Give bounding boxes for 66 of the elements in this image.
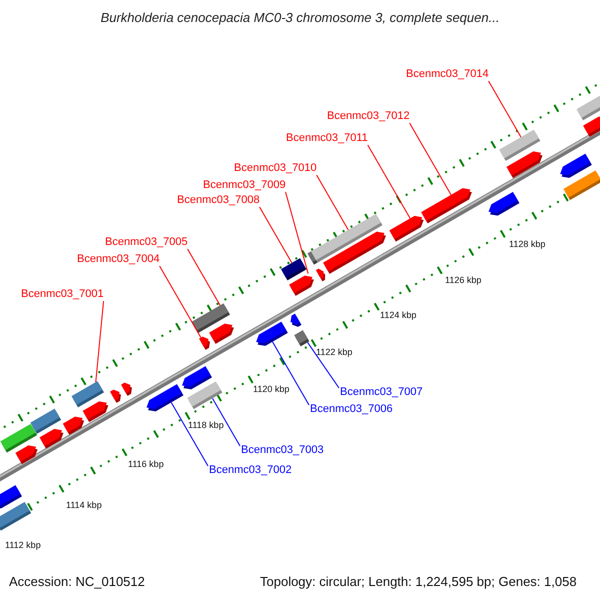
gene-block bbox=[0, 502, 32, 531]
leader-line bbox=[212, 398, 240, 446]
gene-feature bbox=[209, 324, 234, 344]
scale-label: 1128 kbp bbox=[509, 240, 546, 249]
gene-label: Bcenmc03_7005 bbox=[105, 237, 188, 248]
gene-feature bbox=[256, 322, 288, 346]
gene-feature bbox=[40, 428, 64, 449]
gene-label: Bcenmc03_7003 bbox=[241, 445, 324, 456]
gene-feature bbox=[62, 416, 84, 435]
leader-line bbox=[95, 300, 104, 383]
scale-label: 1126 kbp bbox=[445, 276, 482, 285]
leader-line bbox=[285, 192, 309, 274]
gene-feature bbox=[289, 276, 314, 296]
scale-label: 1116 kbp bbox=[128, 460, 164, 469]
leader-line bbox=[367, 144, 411, 219]
leader-line bbox=[259, 206, 292, 264]
footer-text: Topology: circular; Length: 1,224,595 bp; Genes: 1,058 bbox=[260, 575, 577, 588]
gene-block bbox=[280, 258, 307, 280]
scale-label: 1118 kbp bbox=[188, 421, 224, 430]
leader-line bbox=[316, 174, 349, 230]
gene-feature bbox=[389, 216, 424, 242]
scale-label: 1120 kbp bbox=[253, 385, 290, 394]
gene-label: Bcenmc03_7012 bbox=[327, 111, 410, 122]
leader-line bbox=[307, 342, 340, 388]
gene-label: Bcenmc03_7014 bbox=[406, 69, 489, 80]
gene-label: Bcenmc03_7004 bbox=[77, 254, 160, 265]
gene-label: Bcenmc03_7002 bbox=[209, 465, 292, 476]
gene-label: Bcenmc03_7006 bbox=[310, 404, 393, 415]
gene-block bbox=[294, 330, 310, 346]
gene-feature bbox=[290, 314, 302, 327]
leader-line bbox=[187, 248, 221, 306]
title: Burkholderia cenocepacia MC0-3 chromosome 3, complete sequen... bbox=[100, 11, 500, 24]
gene-label: Bcenmc03_7011 bbox=[286, 133, 368, 144]
leader-line bbox=[170, 402, 208, 466]
scale-label: 1112 kbp bbox=[5, 541, 41, 550]
gene-label: Bcenmc03_7001 bbox=[21, 289, 104, 300]
gene-feature bbox=[199, 336, 210, 350]
leader-line bbox=[488, 80, 522, 138]
gene-label: Bcenmc03_7010 bbox=[234, 163, 317, 174]
gene-label: Bcenmc03_7008 bbox=[177, 195, 260, 206]
scale-label: 1124 kbp bbox=[380, 311, 416, 320]
leader-line bbox=[272, 341, 310, 406]
scale-label: 1122 kbp bbox=[316, 348, 352, 357]
footer-text: Accession: NC_010512 bbox=[9, 575, 145, 588]
gene-feature bbox=[583, 116, 600, 137]
gene-feature bbox=[421, 188, 472, 224]
gene-feature bbox=[316, 268, 326, 282]
gene-feature bbox=[182, 366, 212, 390]
gene-feature bbox=[110, 390, 121, 403]
gene-block bbox=[563, 170, 600, 200]
gene-feature bbox=[0, 485, 22, 508]
scale-label: 1114 kbp bbox=[66, 501, 102, 510]
gene-feature bbox=[323, 232, 386, 274]
leader-line bbox=[159, 266, 202, 338]
gene-feature bbox=[560, 154, 592, 178]
gene-block bbox=[576, 94, 600, 120]
gene-label: Bcenmc03_7007 bbox=[340, 387, 423, 398]
gene-feature bbox=[506, 151, 543, 178]
leader-line bbox=[409, 122, 452, 196]
gene-feature bbox=[121, 382, 132, 396]
gene-feature bbox=[82, 401, 108, 422]
gene-feature bbox=[146, 384, 184, 412]
gene-feature bbox=[488, 192, 520, 216]
gene-block bbox=[187, 381, 222, 410]
gene-label: Bcenmc03_7009 bbox=[203, 180, 286, 191]
gene-feature bbox=[15, 445, 38, 464]
